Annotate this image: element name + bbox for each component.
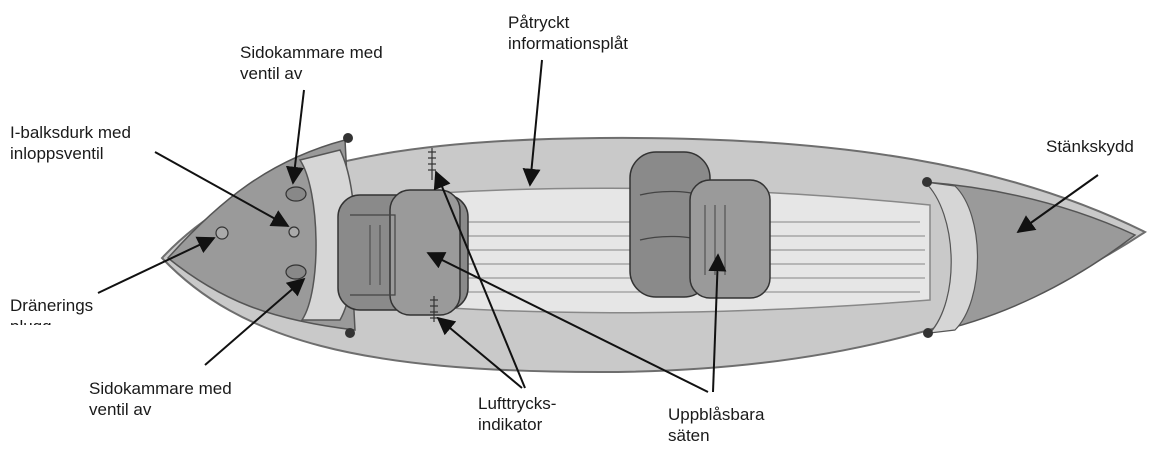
- stern-deck-inner: [923, 181, 979, 334]
- leader-arrows: [97, 59, 1099, 393]
- front-seat: [337, 189, 469, 316]
- arrow-info-plate: [522, 59, 543, 187]
- arrow-spray-guard: [1016, 174, 1099, 234]
- arrow-seat-front: [426, 252, 709, 393]
- arrow-ibeam-floor: [154, 151, 290, 227]
- label-spray-guard: Stänkskydd: [1046, 137, 1134, 156]
- label-ibeam-floor: I-balksdurk med inloppsventil: [10, 123, 131, 163]
- pressure-indicator-icon: [428, 148, 436, 180]
- rivet: [922, 177, 932, 187]
- valve-icon: [285, 264, 307, 280]
- label-info-plate: Påtryckt informationsplåt: [508, 13, 629, 53]
- arrow-side-chamber-bottom: [204, 277, 306, 366]
- label-inflatable-seats: Uppblåsbara säten: [668, 405, 765, 445]
- rivet: [343, 133, 353, 143]
- valve-icon: [285, 186, 307, 202]
- valve-icon: [288, 226, 300, 238]
- arrow-side-chamber-top: [285, 89, 305, 185]
- rivet: [345, 328, 355, 338]
- label-pressure-indicator: Lufttrycks- indikator: [478, 394, 557, 434]
- label-drain: Dränerings plugg: [10, 296, 94, 325]
- drain-plug-icon: [215, 226, 229, 240]
- label-side-chamber-bottom: Sidokammare med ventil av: [89, 379, 232, 419]
- arrow-pressure-bottom: [436, 316, 523, 389]
- arrow-seat-rear: [708, 253, 727, 393]
- label-side-chamber-top: Sidokammare med ventil av: [240, 43, 383, 83]
- rivet: [923, 328, 933, 338]
- arrow-drain: [97, 236, 216, 294]
